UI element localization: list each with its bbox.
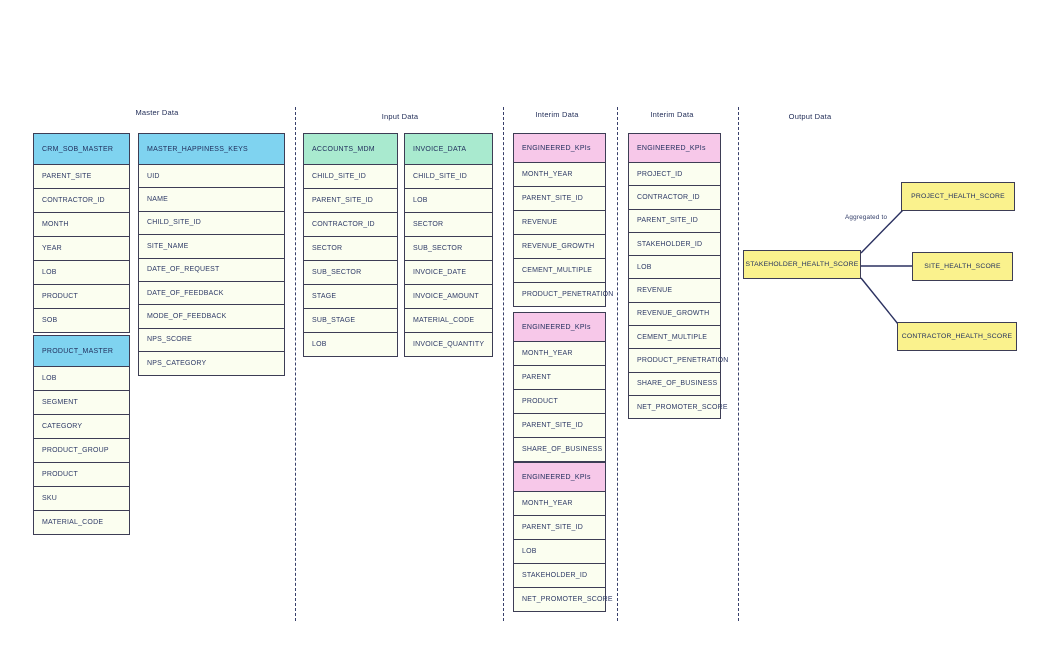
table-row: DATE_OF_FEEDBACK <box>139 280 284 305</box>
table-row: PARENT_SITE <box>34 164 129 188</box>
section-label-input-data: Input Data <box>381 112 419 121</box>
node-stakeholder-health-score: STAKEHOLDER_HEALTH_SCORE <box>743 250 861 279</box>
table-row: PARENT_SITE_ID <box>514 515 605 539</box>
node-contractor-health-score: CONTRACTOR_HEALTH_SCORE <box>897 322 1017 351</box>
table-row: INVOICE_QUANTITY <box>405 332 492 356</box>
table-row: PARENT_SITE_ID <box>629 208 720 232</box>
table-header: ACCOUNTS_MDM <box>304 134 397 164</box>
table-row: CHILD_SITE_ID <box>139 210 284 235</box>
table-row: SUB_STAGE <box>304 308 397 332</box>
table-row: REVENUE_GROWTH <box>629 301 720 326</box>
table-row: MODE_OF_FEEDBACK <box>139 304 284 328</box>
table-row: MATERIAL_CODE <box>405 308 492 332</box>
section-divider <box>617 107 618 621</box>
node-project-health-score: PROJECT_HEALTH_SCORE <box>901 182 1015 211</box>
table-row: REVENUE <box>514 210 605 234</box>
table-row: SHARE_OF_BUSINESS <box>629 371 720 395</box>
table-row: SOB <box>34 308 129 332</box>
table-row: SKU <box>34 486 129 510</box>
table-row: CHILD_SITE_ID <box>405 164 492 188</box>
table-row: CONTRACTOR_ID <box>629 185 720 209</box>
table-row: PRODUCT_PENETRATION <box>514 282 613 306</box>
table-row: LOB <box>405 188 492 212</box>
table-row: REVENUE <box>629 278 720 302</box>
table-row: MONTH_YEAR <box>514 341 605 365</box>
table-row: PARENT <box>514 365 605 389</box>
section-divider <box>295 107 296 621</box>
table-row: LOB <box>514 539 605 563</box>
table-row: DATE_OF_REQUEST <box>139 257 284 281</box>
table-row: PROJECT_ID <box>629 162 720 186</box>
table-row: CATEGORY <box>34 414 129 438</box>
table-row: CHILD_SITE_ID <box>304 164 397 188</box>
table-row: REVENUE_GROWTH <box>514 234 605 258</box>
table-row: SUB_SECTOR <box>304 260 397 284</box>
table-row: CONTRACTOR_ID <box>304 212 397 236</box>
section-divider <box>738 107 739 621</box>
table-row: STAKEHOLDER_ID <box>629 231 720 256</box>
table-header: ENGINEERED_KPIs <box>514 313 605 341</box>
table-row: CONTRACTOR_ID <box>34 188 129 212</box>
table-row: PRODUCT_PENETRATION <box>629 348 728 372</box>
table-header: ENGINEERED_KPIs <box>629 134 720 162</box>
table-header: INVOICE_DATA <box>405 134 492 164</box>
table-row: YEAR <box>34 236 129 260</box>
table-row: MATERIAL_CODE <box>34 510 129 534</box>
table-row: NPS_SCORE <box>139 327 284 352</box>
table-row: INVOICE_DATE <box>405 260 492 284</box>
table-row: PARENT_SITE_ID <box>514 413 605 437</box>
table-row: UID <box>139 164 284 188</box>
table-row: PRODUCT <box>34 462 129 486</box>
table-row: SHARE_OF_BUSINESS <box>514 437 605 461</box>
table-header: MASTER_HAPPINESS_KEYS <box>139 134 284 164</box>
table-header: PRODUCT_MASTER <box>34 336 129 366</box>
table-row: STAGE <box>304 284 397 308</box>
table-row: INVOICE_AMOUNT <box>405 284 492 308</box>
table-row: LOB <box>304 332 397 356</box>
table-row: SECTOR <box>405 212 492 236</box>
table-row: STAKEHOLDER_ID <box>514 563 605 587</box>
table-row: SUB_SECTOR <box>405 236 492 260</box>
table-row: PRODUCT <box>514 389 605 413</box>
table-row: SECTOR <box>304 236 397 260</box>
section-divider <box>503 107 504 621</box>
section-label-master-data: Master Data <box>135 108 179 117</box>
table-row: NET_PROMOTER_SCORE <box>514 587 613 611</box>
node-site-health-score: SITE_HEALTH_SCORE <box>912 252 1013 281</box>
table-row: NET_PROMOTER_SCORE <box>629 394 728 419</box>
connector-line <box>860 277 899 325</box>
table-row: LOB <box>34 366 129 390</box>
table-row: NAME <box>139 187 284 211</box>
table-row: CEMENT_MULTIPLE <box>514 258 605 282</box>
table-row: SITE_NAME <box>139 234 284 258</box>
table-row: CEMENT_MULTIPLE <box>629 325 720 349</box>
table-row: MONTH <box>34 212 129 236</box>
table-row: MONTH_YEAR <box>514 491 605 515</box>
table-row: SEGMENT <box>34 390 129 414</box>
table-row: LOB <box>34 260 129 284</box>
table-header: ENGINEERED_KPIs <box>514 134 605 162</box>
table-row: PARENT_SITE_ID <box>304 188 397 212</box>
table-header: CRM_SOB_MASTER <box>34 134 129 164</box>
section-label-interim-data-1: Interim Data <box>535 110 579 119</box>
table-row: LOB <box>629 255 720 279</box>
table-row: MONTH_YEAR <box>514 162 605 186</box>
table-header: ENGINEERED_KPIs <box>514 463 605 491</box>
table-row: PRODUCT <box>34 284 129 308</box>
table-row: PARENT_SITE_ID <box>514 186 605 210</box>
table-row: PRODUCT_GROUP <box>34 438 129 462</box>
aggregated-to-label: Aggregated to <box>845 214 888 221</box>
section-label-interim-data-2: Interim Data <box>650 110 694 119</box>
section-label-output-data: Output Data <box>788 112 832 121</box>
table-row: NPS_CATEGORY <box>139 351 284 375</box>
